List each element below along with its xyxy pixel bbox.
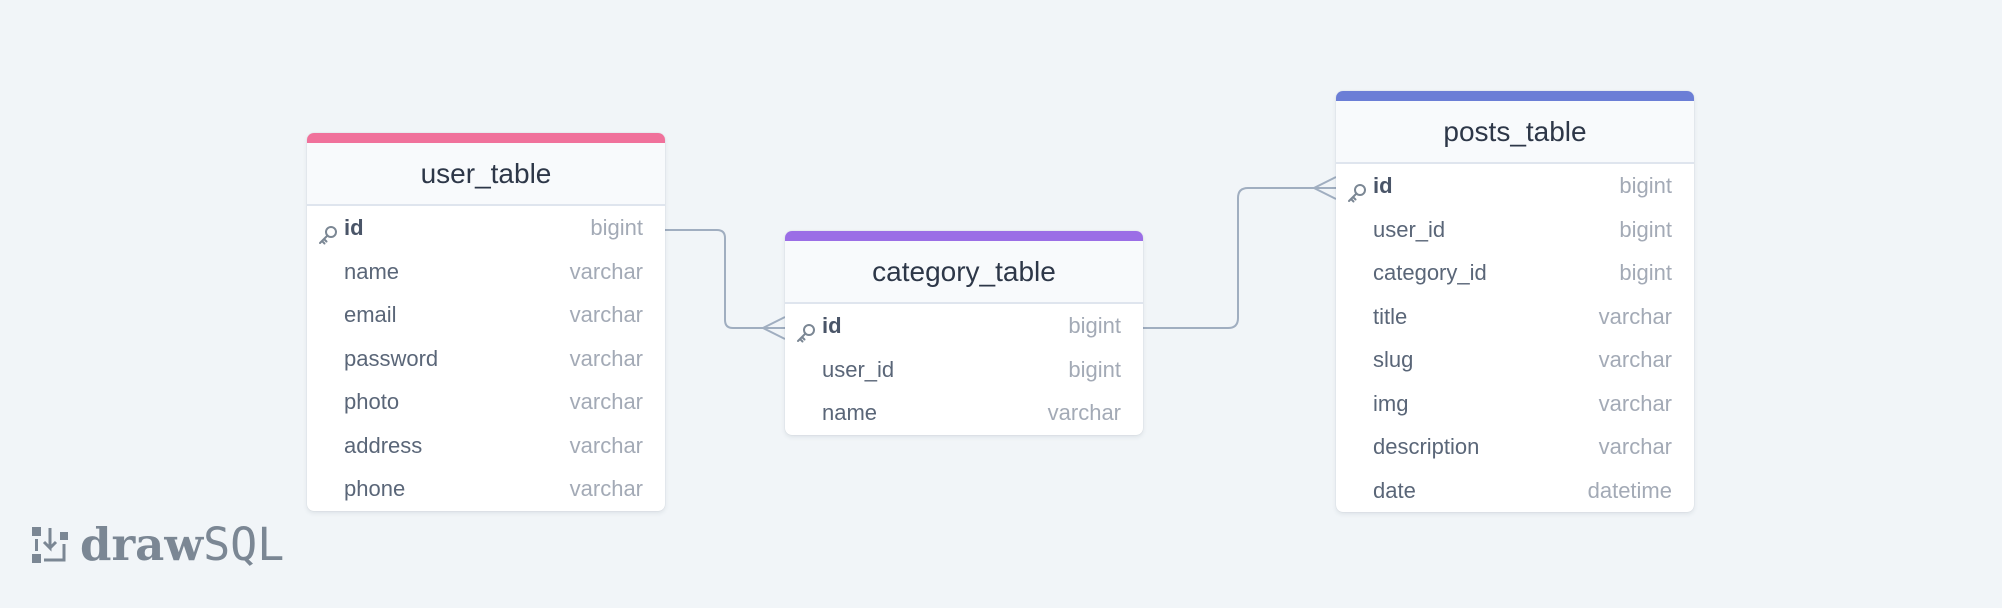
column-type: varchar — [569, 476, 643, 501]
column-name: id — [822, 313, 842, 338]
column-type: varchar — [1598, 347, 1672, 372]
table-title[interactable]: user_table — [307, 143, 665, 206]
column-name: address — [344, 432, 423, 458]
column-row[interactable]: img varchar — [1336, 382, 1694, 426]
column-row[interactable]: user_id bigint — [1336, 208, 1694, 252]
column-name: description — [1373, 434, 1480, 459]
column-type: bigint — [1619, 260, 1672, 285]
table-title[interactable]: posts_table — [1336, 101, 1694, 164]
table-category-table[interactable]: category_table id bigint user_id bigint name… — [785, 231, 1143, 435]
relationship-line-user-category[interactable] — [665, 229, 785, 329]
column-row[interactable]: name varchar — [307, 250, 665, 294]
drawsql-logo-icon — [32, 527, 68, 563]
column-type: varchar — [569, 345, 643, 371]
column-row[interactable]: slug varchar — [1336, 338, 1694, 382]
table-accent-bar — [307, 133, 665, 143]
table-accent-bar — [1336, 91, 1694, 101]
table-title[interactable]: category_table — [785, 241, 1143, 304]
column-row[interactable]: title varchar — [1336, 295, 1694, 339]
column-type: bigint — [1068, 313, 1121, 338]
column-row[interactable]: photo varchar — [307, 380, 665, 424]
column-name: user_id — [822, 356, 895, 382]
column-type: varchar — [569, 389, 643, 414]
column-type: bigint — [590, 215, 643, 240]
column-name: photo — [344, 389, 400, 414]
key-icon — [1346, 175, 1368, 203]
column-name: password — [344, 345, 439, 371]
crowfoot-many-posts — [1313, 176, 1337, 200]
column-name: slug — [1373, 347, 1414, 372]
drawsql-wordmark: drawSQL — [80, 520, 284, 570]
column-name: title — [1373, 303, 1408, 329]
column-type: bigint — [1619, 173, 1672, 198]
crowfoot-many-category — [762, 316, 786, 340]
table-accent-bar — [785, 231, 1143, 241]
column-row[interactable]: id bigint — [785, 304, 1143, 348]
column-name: img — [1373, 390, 1409, 416]
column-type: varchar — [1598, 390, 1672, 416]
column-name: date — [1373, 477, 1416, 503]
column-name: category_id — [1373, 260, 1487, 285]
key-icon — [317, 217, 339, 245]
column-type: varchar — [569, 432, 643, 458]
column-type: bigint — [1068, 356, 1121, 382]
column-row[interactable]: email varchar — [307, 293, 665, 337]
table-columns: id bigint name varchar email varchar password v… — [307, 206, 665, 511]
column-name: id — [1373, 173, 1393, 198]
column-type: datetime — [1587, 477, 1672, 503]
column-type: varchar — [1598, 434, 1672, 459]
column-row[interactable]: description varchar — [1336, 425, 1694, 469]
column-row[interactable]: category_id bigint — [1336, 251, 1694, 295]
column-type: varchar — [569, 258, 643, 284]
table-user-table[interactable]: user_table id bigint name varchar email varch… — [307, 133, 665, 511]
logo-word-light: SQL — [203, 518, 285, 571]
column-row[interactable]: phone varchar — [307, 467, 665, 511]
column-type: bigint — [1619, 216, 1672, 242]
column-name: phone — [344, 476, 406, 501]
column-row[interactable]: name varchar — [785, 391, 1143, 435]
logo-word-bold: draw — [80, 518, 204, 571]
column-row[interactable]: id bigint — [1336, 164, 1694, 208]
relationship-line-category-posts[interactable] — [1143, 187, 1336, 329]
column-type: varchar — [1047, 400, 1121, 425]
key-icon — [795, 315, 817, 343]
column-name: name — [822, 400, 878, 425]
column-type: varchar — [569, 302, 643, 327]
column-row[interactable]: address varchar — [307, 424, 665, 468]
column-row[interactable]: user_id bigint — [785, 348, 1143, 392]
column-name: user_id — [1373, 216, 1446, 242]
column-type: varchar — [1598, 303, 1672, 329]
column-name: id — [344, 215, 364, 240]
column-row[interactable]: date datetime — [1336, 469, 1694, 513]
table-columns: id bigint user_id bigint name varchar — [785, 304, 1143, 435]
column-row[interactable]: id bigint — [307, 206, 665, 250]
column-name: email — [344, 302, 397, 327]
column-name: name — [344, 258, 400, 284]
column-row[interactable]: password varchar — [307, 337, 665, 381]
